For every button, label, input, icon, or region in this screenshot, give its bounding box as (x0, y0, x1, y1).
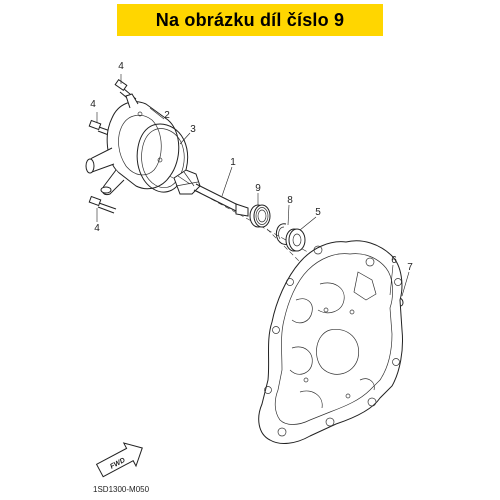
bearing (249, 204, 271, 228)
callout-7: 7 (407, 262, 413, 273)
callout-8: 8 (287, 195, 293, 206)
callout-5: 5 (315, 207, 321, 218)
leader-lines (96, 74, 410, 297)
callout-4-upper: 4 (118, 61, 124, 72)
oil-seal (285, 228, 306, 252)
impeller-shaft (173, 169, 249, 217)
callout-4-lower: 4 (94, 223, 100, 234)
housing-gasket (136, 123, 188, 193)
bolt-lower (88, 195, 117, 214)
banner-text: Na obrázku díl číslo 9 (155, 9, 345, 30)
callout-4-middle: 4 (90, 99, 96, 110)
callout-3: 3 (190, 124, 196, 135)
diagram-code: 1SD1300-M050 (93, 485, 150, 494)
callout-6: 6 (391, 255, 397, 266)
callout-9: 9 (255, 183, 261, 194)
callout-1: 1 (230, 157, 236, 168)
fwd-arrow-icon: FWD (95, 442, 143, 478)
callout-2: 2 (164, 110, 170, 121)
part-number-banner: Na obrázku díl číslo 9 (117, 4, 383, 36)
crankcase-cover (258, 240, 403, 444)
